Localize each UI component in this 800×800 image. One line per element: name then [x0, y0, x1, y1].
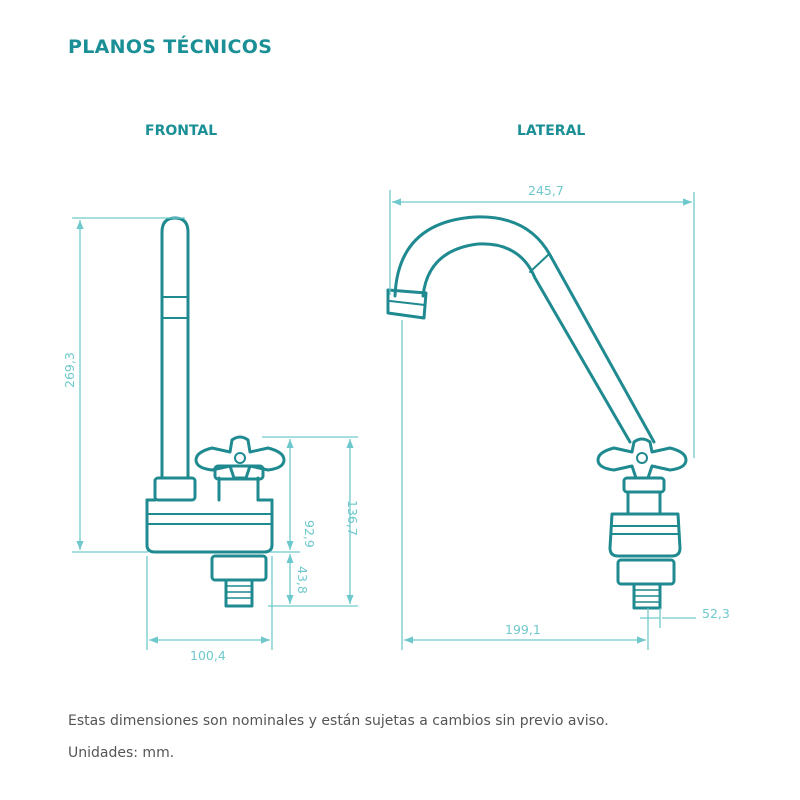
disclaimer-note: Estas dimensiones son nominales y están …: [68, 713, 609, 729]
dim-height-total: 269,3: [62, 352, 77, 388]
dim-reach: 199,1: [505, 622, 541, 637]
frontal-faucet-drawing: [145, 216, 286, 608]
dim-base-width: 100,4: [190, 648, 226, 663]
frontal-dimensions: [72, 217, 358, 650]
dim-thread-width: 52,3: [702, 606, 730, 621]
dim-body-height: 136,7: [345, 500, 360, 536]
frontal-view-label: FRONTAL: [145, 123, 218, 139]
dim-handle-height: 92,9: [302, 520, 317, 548]
dim-thread-height: 43,8: [295, 566, 310, 594]
lateral-view-label: LATERAL: [517, 123, 586, 139]
page-title: PLANOS TÉCNICOS: [68, 36, 273, 58]
lateral-dimensions: [389, 190, 696, 650]
units-note: Unidades: mm.: [68, 745, 175, 761]
lateral-faucet-drawing: [386, 215, 688, 610]
dim-total-width: 245,7: [528, 183, 564, 198]
